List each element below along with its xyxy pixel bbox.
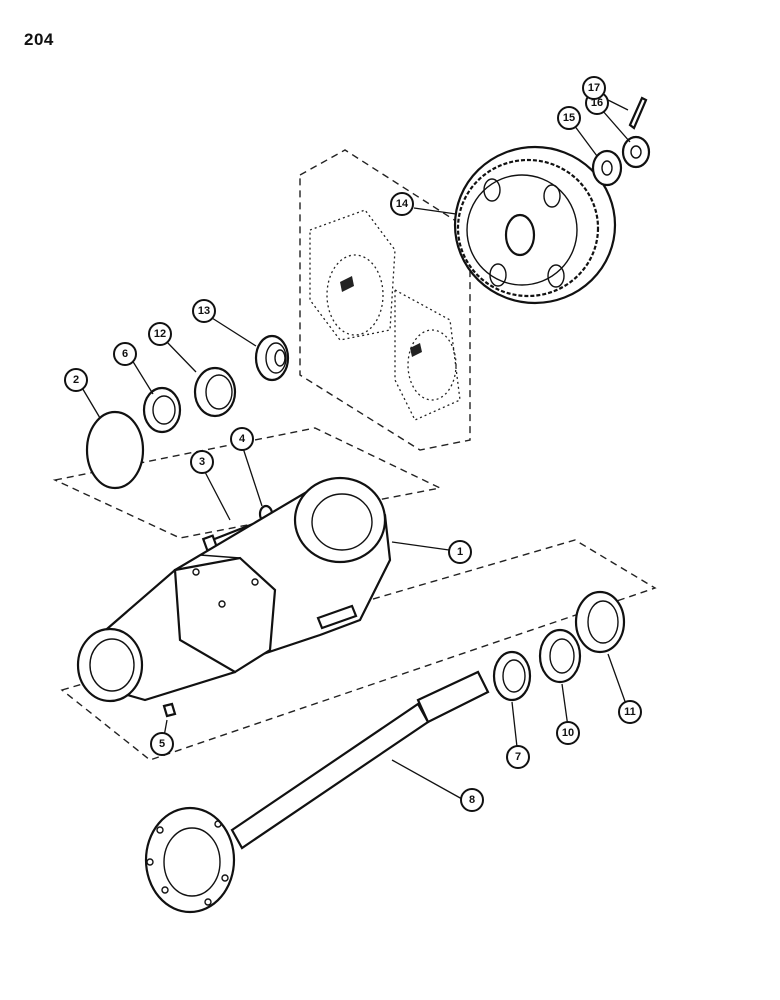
callout-10: 10: [556, 721, 580, 745]
callout-label: 10: [562, 727, 574, 739]
callout-5: 5: [150, 732, 174, 756]
callout-13: 13: [192, 299, 216, 323]
callout-label: 2: [73, 374, 79, 386]
callout-label: 16: [591, 97, 603, 109]
callout-label: 12: [154, 328, 166, 340]
callout-label: 15: [563, 112, 575, 124]
cotter-pin: [628, 96, 648, 130]
callout-7: 7: [506, 745, 530, 769]
leader-lines: [80, 94, 631, 800]
callout-3: 3: [190, 450, 214, 474]
callout-label: 4: [239, 433, 246, 445]
callout-6: 6: [113, 342, 137, 366]
axle-housing: [76, 476, 392, 703]
callout-label: 17: [588, 82, 600, 94]
group-outline-lower: [60, 539, 657, 761]
callout-4: 4: [230, 427, 254, 451]
castle-nut: [621, 135, 651, 169]
callout-label: 3: [199, 456, 205, 468]
callout-2: 2: [64, 368, 88, 392]
callout-15: 15: [557, 106, 581, 130]
callout-label: 6: [122, 348, 128, 360]
case-hatch-1: [340, 276, 354, 292]
seal-7: [492, 650, 532, 702]
callout-12: 12: [148, 322, 172, 346]
grease-fitting: [162, 702, 177, 718]
callout-label: 8: [469, 794, 475, 806]
axle-shaft: [144, 670, 490, 914]
page-number: 204: [24, 30, 54, 49]
callout-1: 1: [448, 540, 472, 564]
bearing-cup-12: [193, 366, 237, 418]
callout-label: 11: [624, 706, 636, 718]
bull-gear: [453, 145, 617, 305]
bearing-cone-10: [538, 628, 582, 684]
callout-label: 13: [198, 305, 210, 317]
case-hatch-2: [410, 343, 422, 357]
callout-label: 1: [457, 546, 463, 558]
transmission-case-outline: [299, 149, 471, 451]
bearing-cone-13: [254, 334, 290, 382]
o-ring: [85, 410, 145, 490]
group-outline-upper: [52, 427, 443, 539]
seal-6: [142, 386, 182, 434]
callout-17: 17: [582, 76, 606, 100]
callout-11: 11: [618, 700, 642, 724]
callout-8: 8: [460, 788, 484, 812]
callout-label: 7: [515, 751, 521, 763]
callout-label: 5: [159, 738, 165, 750]
callout-label: 14: [396, 198, 409, 210]
callout-14: 14: [390, 192, 414, 216]
bearing-cup-11: [574, 590, 626, 654]
thrust-washer: [591, 149, 623, 187]
